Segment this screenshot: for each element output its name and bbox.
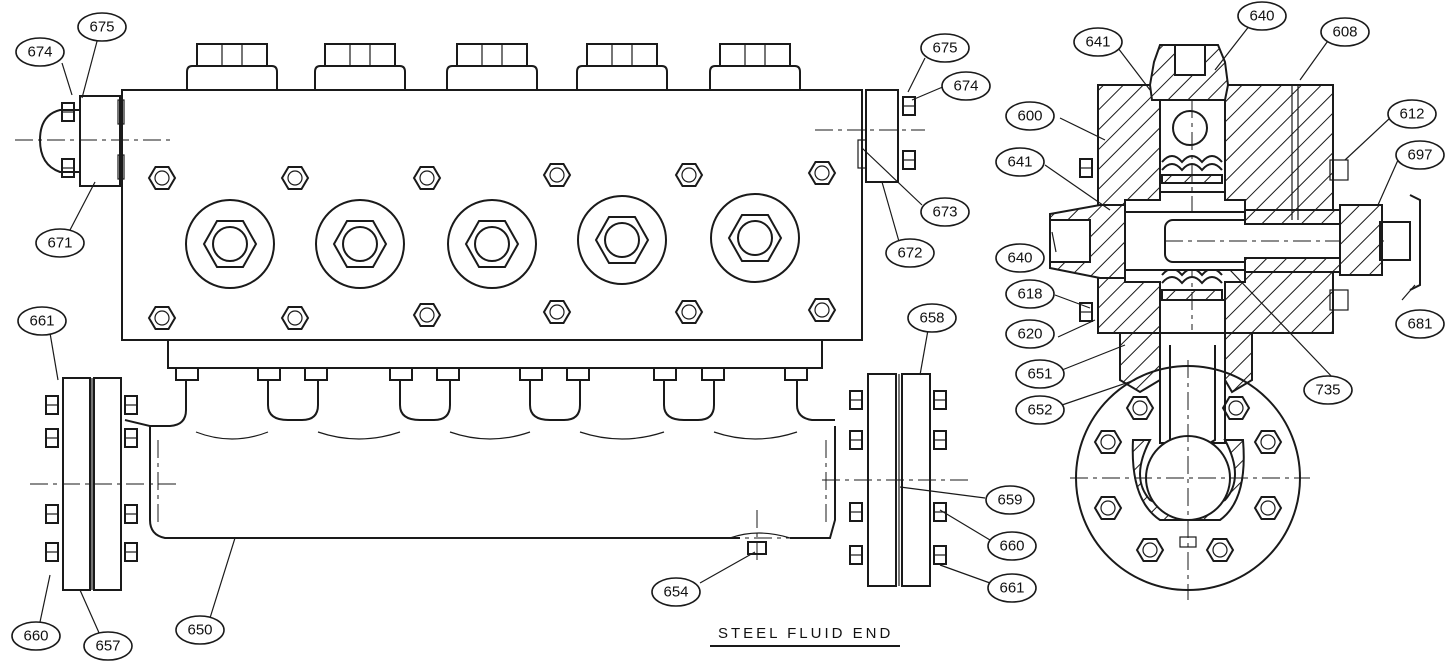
callout-640: 640 [995,243,1045,273]
callout-697: 697 [1395,140,1445,170]
front-view: STEEL FLUID END [15,43,970,647]
drawing-caption: STEEL FLUID END [718,625,893,642]
callout-660: 660 [11,621,61,651]
svg-text:672: 672 [897,245,922,262]
svg-text:671: 671 [47,235,72,252]
callout-651: 651 [1015,359,1065,389]
svg-text:600: 600 [1017,108,1042,125]
section-view [1049,44,1421,600]
callout-675: 675 [920,33,970,63]
callout-640: 640 [1237,1,1287,31]
svg-text:681: 681 [1407,316,1432,333]
svg-text:675: 675 [89,19,114,36]
callout-650: 650 [175,615,225,645]
stud-nuts-upper [148,161,836,190]
callout-654: 654 [651,577,701,607]
callout-671: 671 [35,228,85,258]
callout-660: 660 [987,531,1037,561]
svg-text:641: 641 [1085,34,1110,51]
callout-674: 674 [15,37,65,67]
callout-657: 657 [83,631,133,661]
svg-text:651: 651 [1027,366,1052,383]
callout-600: 600 [1005,101,1055,131]
svg-text:652: 652 [1027,402,1052,419]
svg-text:640: 640 [1007,250,1032,267]
plate-bolts [175,367,808,381]
valve-cover-caps [186,43,801,90]
svg-text:660: 660 [999,538,1024,555]
callout-659: 659 [985,485,1035,515]
valve-ball [1172,110,1208,146]
leader-lines [39,24,1416,636]
callout-672: 672 [885,238,935,268]
svg-text:657: 657 [95,638,120,655]
callout-618: 618 [1005,279,1055,309]
svg-text:674: 674 [953,78,978,95]
svg-text:620: 620 [1017,326,1042,343]
suction-manifold-inlets [150,380,835,440]
callout-675: 675 [77,12,127,42]
svg-text:654: 654 [663,584,688,601]
suction-manifold-pipe [124,419,836,565]
cylinder-head-plugs [185,193,800,289]
callout-674: 674 [941,71,991,101]
svg-text:608: 608 [1332,24,1357,41]
callout-681: 681 [1395,309,1445,339]
svg-text:661: 661 [999,580,1024,597]
right-manifold-flange [822,373,970,587]
svg-text:697: 697 [1407,147,1432,164]
callout-641: 641 [1073,27,1123,57]
callout-612: 612 [1387,99,1437,129]
stud-nuts-lower [148,298,836,330]
svg-text:640: 640 [1249,8,1274,25]
callout-661: 661 [987,573,1037,603]
svg-text:675: 675 [932,40,957,57]
callout-735: 735 [1303,375,1353,405]
svg-text:673: 673 [932,204,957,221]
svg-text:660: 660 [23,628,48,645]
callout-608: 608 [1320,17,1370,47]
svg-text:658: 658 [919,310,944,327]
callout-620: 620 [1005,319,1055,349]
callout-658: 658 [907,303,957,333]
left-manifold-flange [30,377,180,591]
svg-text:674: 674 [27,44,52,61]
callout-652: 652 [1015,395,1065,425]
svg-text:650: 650 [187,622,212,639]
svg-text:612: 612 [1399,106,1424,123]
svg-text:661: 661 [29,313,54,330]
svg-text:641: 641 [1007,154,1032,171]
callout-673: 673 [920,197,970,227]
svg-text:735: 735 [1315,382,1340,399]
suction-manifold-plate [167,339,823,369]
callout-641: 641 [995,147,1045,177]
svg-text:618: 618 [1017,286,1042,303]
svg-text:659: 659 [997,492,1022,509]
left-suction-flange [15,95,175,187]
callout-661: 661 [17,306,67,336]
